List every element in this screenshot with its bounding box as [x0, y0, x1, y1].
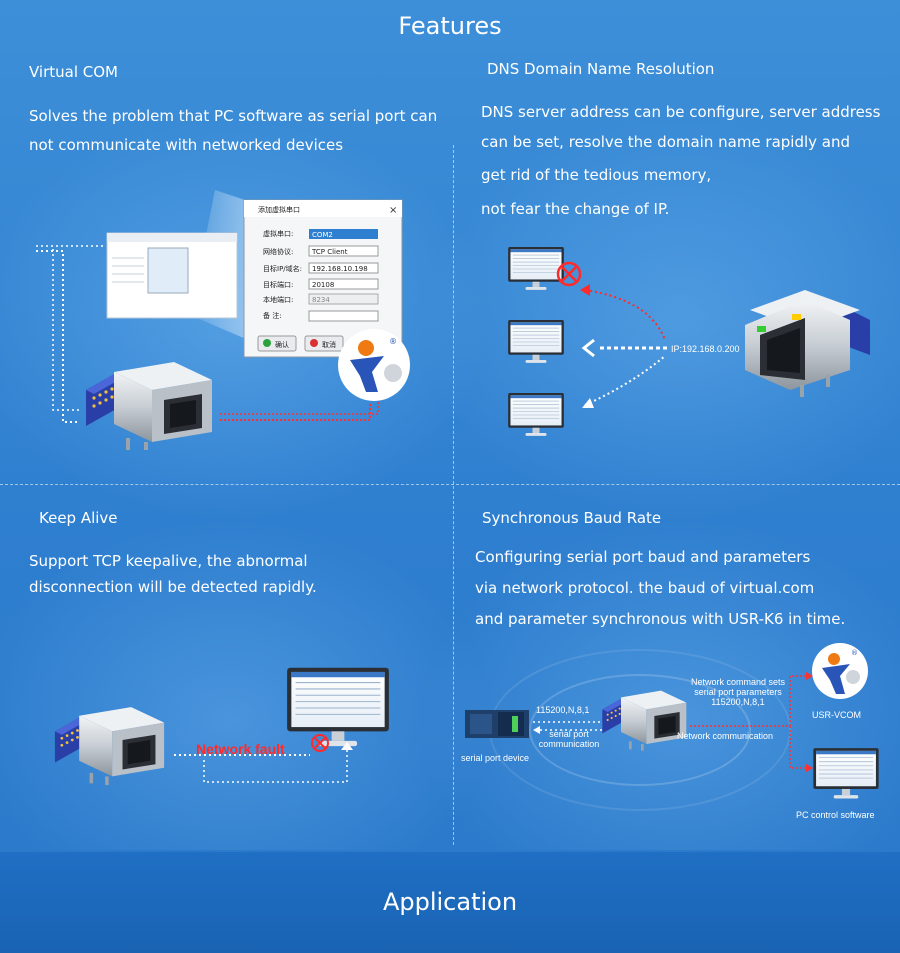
- virtual-com-desc-line1: Solves the problem that PC software as s…: [29, 107, 438, 125]
- svg-text:虚拟串口:: 虚拟串口:: [263, 229, 293, 238]
- virtual-com-heading: Virtual COM: [29, 63, 119, 81]
- network-command-label: Network command sets serial port paramet…: [690, 677, 786, 707]
- baud-desc-line3: and parameter synchronous with USR-K6 in…: [475, 610, 846, 628]
- application-title: Application: [382, 888, 518, 916]
- dns-desc-line4: not fear the change of IP.: [481, 200, 670, 218]
- serial-device-label: serial port device: [461, 753, 530, 763]
- usr-vcom-label: USR-VCOM: [812, 710, 861, 720]
- dialog-title: 添加虚拟串口: [258, 205, 300, 214]
- svg-text:COM2: COM2: [312, 231, 333, 239]
- baud-heading: Synchronous Baud Rate: [482, 509, 662, 527]
- application-footer: Application: [0, 852, 900, 953]
- keep-alive-desc-line2: disconnection will be detected rapidly.: [29, 578, 317, 596]
- svg-text:取消: 取消: [322, 340, 336, 349]
- features-title: Features: [398, 12, 502, 40]
- vertical-divider: [453, 145, 454, 845]
- dns-desc-line2: can be set, resolve the domain name rapi…: [481, 133, 851, 151]
- svg-text:®: ®: [851, 649, 858, 657]
- network-comm-label: Network communication: [677, 731, 774, 741]
- svg-text:目标IP/域名:: 目标IP/域名:: [263, 264, 302, 273]
- svg-text:目标端口:: 目标端口:: [263, 280, 293, 289]
- svg-text:确认: 确认: [275, 340, 289, 349]
- illustrations: 添加虚拟串口 × 虚拟串口: 网络协议: 目标IP/域名: 目标端口: 本地端口…: [54, 190, 880, 799]
- svg-text:TCP Client: TCP Client: [311, 248, 348, 256]
- svg-text:®: ®: [389, 337, 397, 346]
- left-rate-label: 115200,N,8,1: [536, 705, 590, 715]
- svg-text:8234: 8234: [312, 296, 330, 304]
- keep-alive-heading: Keep Alive: [39, 509, 118, 527]
- virtual-com-desc-line2: not communicate with networked devices: [29, 136, 344, 154]
- svg-text:192.168.10.198: 192.168.10.198: [312, 265, 368, 273]
- baud-desc-line2: via network protocol. the baud of virtua…: [475, 579, 815, 597]
- horizontal-divider: [0, 484, 900, 485]
- svg-text:备 注:: 备 注:: [263, 311, 282, 320]
- baud-desc-line1: Configuring serial port baud and paramet…: [475, 548, 811, 566]
- network-fault-label: Network fault: [196, 741, 285, 757]
- svg-text:本地端口:: 本地端口:: [263, 295, 293, 304]
- svg-text:网络协议:: 网络协议:: [263, 247, 293, 256]
- dialog-close: ×: [389, 205, 397, 216]
- dns-desc-line1: DNS server address can be configure, ser…: [481, 103, 881, 121]
- pc-software-label: PC control software: [796, 810, 875, 820]
- svg-text:20108: 20108: [312, 281, 334, 289]
- dns-desc-line3: get rid of the tedious memory,: [481, 166, 712, 184]
- dns-ip-label: IP:192.168.0.200: [671, 344, 740, 354]
- dns-heading: DNS Domain Name Resolution: [487, 60, 715, 78]
- serial-comm-label: serial port communication: [538, 729, 600, 749]
- keep-alive-desc-line1: Support TCP keepalive, the abnormal: [29, 552, 308, 570]
